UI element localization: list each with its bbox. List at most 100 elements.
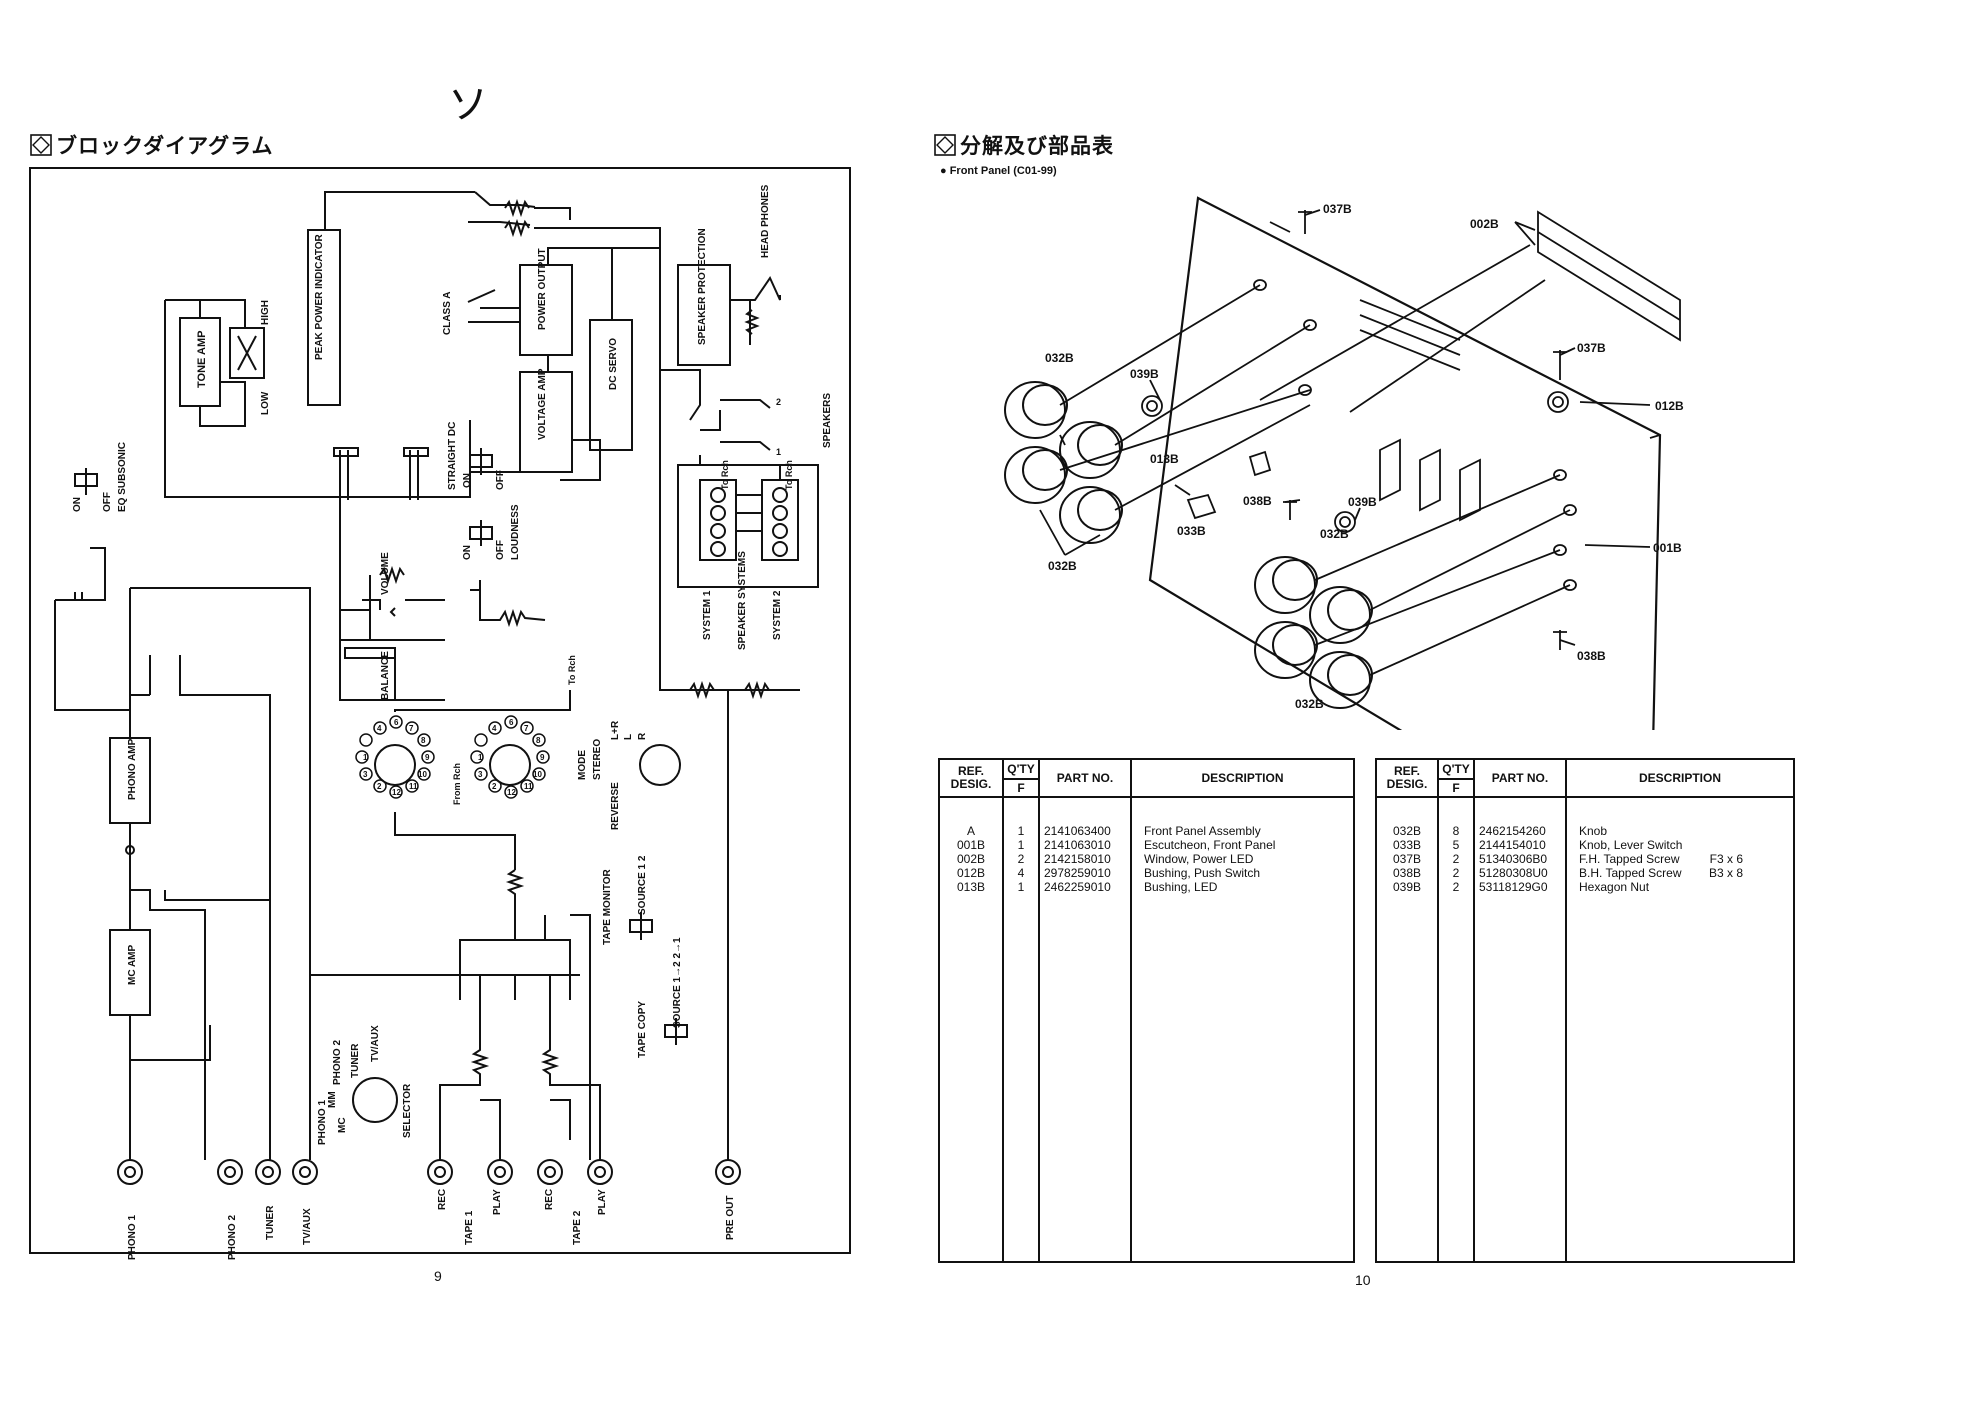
svg-text:1: 1 — [776, 447, 781, 457]
svg-text:BALANCE: BALANCE — [380, 651, 391, 700]
table2-part-2: 51340306B0 — [1479, 852, 1548, 866]
parts-table-2: REF. DESIG. Q'TY PART NO. DESCRIPTION F … — [1375, 758, 1795, 1263]
svg-text:EQ SUBSONIC: EQ SUBSONIC — [117, 442, 128, 512]
table1-qty-4: 1 — [1017, 880, 1025, 894]
jack-icons — [117, 1159, 741, 1185]
svg-text:LOW: LOW — [260, 391, 271, 415]
tone-filter-box — [229, 327, 265, 379]
svg-text:7: 7 — [409, 724, 414, 733]
svg-text:STRAIGHT DC: STRAIGHT DC — [447, 422, 458, 490]
svg-text:032B: 032B — [1045, 351, 1074, 365]
svg-text:12: 12 — [507, 788, 516, 797]
table1-part-2: 2142158010 — [1044, 852, 1111, 866]
svg-text:PHONO 1: PHONO 1 — [127, 1215, 138, 1260]
svg-text:TAPE COPY: TAPE COPY — [637, 1001, 648, 1058]
svg-text:SYSTEM 1: SYSTEM 1 — [702, 590, 713, 640]
table2-ref-4: 039B — [1392, 880, 1422, 894]
diagram-frame — [29, 167, 851, 1254]
svg-text:PLAY: PLAY — [597, 1189, 608, 1215]
svg-text:013B: 013B — [1150, 452, 1179, 466]
svg-text:CLASS A: CLASS A — [442, 291, 453, 335]
svg-text:001B: 001B — [1653, 541, 1682, 555]
table1-desc-3: Bushing, Push Switch — [1144, 866, 1261, 880]
table2-ref-3: 038B — [1392, 866, 1422, 880]
svg-text:11: 11 — [524, 782, 533, 791]
svg-text:TAPE MONITOR: TAPE MONITOR — [602, 868, 613, 945]
svg-text:TAPE 2: TAPE 2 — [572, 1210, 583, 1245]
table2-spec-4 — [1743, 880, 1793, 894]
svg-text:12: 12 — [392, 788, 401, 797]
svg-text:1: 1 — [478, 753, 483, 762]
table2-desc-3: B.H. Tapped Screw — [1579, 866, 1682, 880]
svg-text:L+R: L+R — [610, 720, 621, 740]
table1-ref-1: 001B — [956, 838, 986, 852]
table1-ref-4: 013B — [956, 880, 986, 894]
svg-text:SPEAKER PROTECTION: SPEAKER PROTECTION — [697, 228, 708, 345]
svg-text:MM: MM — [327, 1091, 338, 1108]
svg-text:HEAD PHONES: HEAD PHONES — [760, 184, 771, 258]
parts-table-1: REF. DESIG. Q'TY PART NO. DESCRIPTION F … — [938, 758, 1355, 1263]
svg-text:012B: 012B — [1655, 399, 1684, 413]
svg-text:ON: ON — [462, 545, 473, 560]
svg-text:2: 2 — [377, 782, 382, 791]
svg-text:VOLTAGE AMP: VOLTAGE AMP — [537, 368, 548, 440]
exploded-view: 037B 002B 037B 032B 039B 012B 013B 038B … — [1004, 196, 1684, 730]
svg-text:PHONO AMP: PHONO AMP — [127, 738, 138, 800]
table2-qty-4: 2 — [1452, 880, 1460, 894]
selector-knob — [352, 1077, 398, 1123]
svg-text:037B: 037B — [1323, 202, 1352, 216]
power-output-box — [519, 264, 573, 356]
window-strip — [1537, 210, 1681, 342]
voltage-amp-box — [519, 371, 573, 473]
svg-text:TONE AMP: TONE AMP — [196, 331, 208, 388]
table2-desc-row-0: Knob — [1579, 824, 1793, 838]
table2-spec-2: F3 x 6 — [1709, 852, 1743, 866]
svg-text:PHONO 1: PHONO 1 — [317, 1100, 328, 1145]
svg-text:MC AMP: MC AMP — [127, 944, 138, 985]
svg-text:To Rch: To Rch — [784, 460, 794, 490]
table1-part-4: 2462259010 — [1044, 880, 1111, 894]
svg-text:3: 3 — [478, 770, 483, 779]
svg-text:6: 6 — [509, 718, 514, 727]
col-qty-2: Q'TY — [1437, 758, 1475, 780]
right-heading: 分解及び部品表 — [934, 130, 1114, 160]
speaker-protection-box — [677, 264, 731, 366]
table2-desc-row-1: Knob, Lever Switch — [1579, 838, 1793, 852]
svg-text:2: 2 — [492, 782, 497, 791]
svg-text:MC: MC — [337, 1117, 348, 1133]
table2-desc-row-4: Hexagon Nut — [1579, 880, 1793, 894]
table2-qty-1: 5 — [1452, 838, 1460, 852]
svg-text:SELECTOR: SELECTOR — [402, 1083, 413, 1138]
svg-text:ON: ON — [462, 473, 473, 488]
svg-text:SOURCE 1→2 2→1: SOURCE 1→2 2→1 — [672, 937, 683, 1028]
table2-spec-0 — [1743, 824, 1793, 838]
svg-text:9: 9 — [425, 753, 430, 762]
table2-ref-0: 032B — [1392, 824, 1422, 838]
svg-text:032B: 032B — [1320, 527, 1349, 541]
page-number-left: 9 — [434, 1268, 442, 1284]
table1-ref-0: A — [966, 824, 975, 838]
svg-text:TAPE 1: TAPE 1 — [464, 1210, 475, 1245]
svg-text:9: 9 — [540, 753, 545, 762]
table1-desc-0: Front Panel Assembly — [1144, 824, 1261, 838]
svg-text:032B: 032B — [1048, 559, 1077, 573]
svg-text:038B: 038B — [1243, 494, 1272, 508]
svg-text:DC SERVO: DC SERVO — [608, 338, 619, 390]
subheading-text: Front Panel (C01-99) — [949, 165, 1057, 177]
svg-text:L: L — [623, 734, 634, 740]
svg-text:LOUDNESS: LOUDNESS — [510, 504, 521, 560]
svg-text:039B: 039B — [1130, 367, 1159, 381]
table2-qty-0: 8 — [1452, 824, 1460, 838]
col-desc-2: DESCRIPTION — [1565, 758, 1795, 798]
svg-text:ON: ON — [72, 497, 83, 512]
table2-part-3: 51280308U0 — [1479, 866, 1548, 880]
square-diamond-icon — [934, 134, 956, 156]
svg-text:SYSTEM 2: SYSTEM 2 — [772, 590, 783, 640]
svg-text:033B: 033B — [1177, 524, 1206, 538]
svg-text:10: 10 — [533, 770, 542, 779]
svg-text:10: 10 — [418, 770, 427, 779]
table2-part-4: 53118129G0 — [1479, 880, 1548, 894]
svg-text:To Rch: To Rch — [720, 460, 730, 490]
svg-text:8: 8 — [421, 736, 426, 745]
